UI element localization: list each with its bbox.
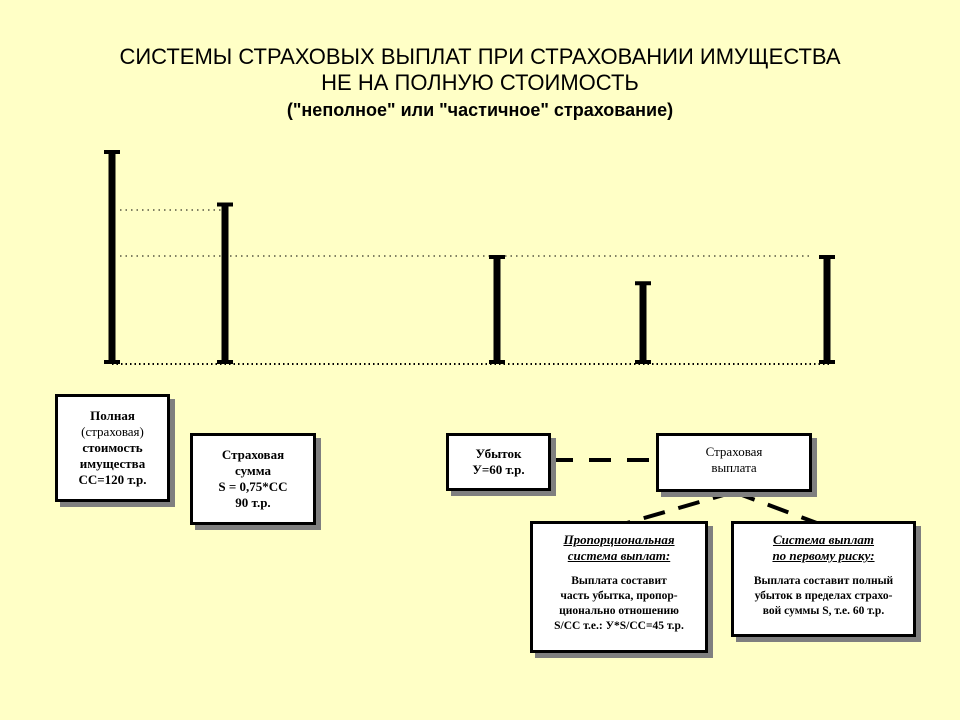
first-risk-system-box: Система выплат по первому риску: Выплата…	[731, 521, 916, 637]
loss-box: Убыток У=60 т.р.	[446, 433, 551, 491]
proportional-heading-1: Пропорциональная	[563, 532, 675, 547]
insured-sum-label-1: Страховая	[221, 447, 285, 462]
payout-to-proportional-connector	[619, 490, 735, 527]
first-risk-text-2: убыток в пределах страхо-	[754, 590, 893, 602]
payout-label-1: Страховая	[705, 444, 763, 459]
payout-to-first-risk-connector	[733, 490, 823, 527]
proportional-text-3: ционально отношению	[559, 605, 679, 617]
payout-box: Страховая выплата	[656, 433, 812, 492]
loss-label-2: У=60 т.р.	[472, 462, 525, 477]
page-subtitle: ("неполное" или "частичное" страхование)	[286, 100, 674, 120]
full-value-label-3: стоимость	[82, 440, 143, 455]
loss-label-1: Убыток	[475, 446, 522, 461]
first-risk-text-1: Выплата составит полный	[753, 575, 894, 587]
insured-sum-label-2: сумма	[234, 463, 272, 478]
proportional-text-4: S/СС т.е.: У*S/СС=45 т.р.	[554, 620, 684, 632]
full-value-label-5: СС=120 т.р.	[78, 472, 147, 487]
page-title-line-2: НЕ НА ПОЛНУЮ СТОИМОСТЬ	[321, 70, 639, 95]
full-value-label-4: имущества	[79, 456, 146, 471]
payout-label-2: выплата	[711, 460, 757, 475]
full-value-label-2: (страховая)	[81, 424, 144, 439]
first-risk-heading-1: Система выплат	[772, 532, 875, 547]
insured-sum-label-3: S = 0,75*СС	[218, 479, 288, 494]
page-title-line-1: СИСТЕМЫ СТРАХОВЫХ ВЫПЛАТ ПРИ СТРАХОВАНИИ…	[119, 44, 841, 69]
proportional-system-box: Пропорциональная система выплат: Выплата…	[530, 521, 708, 653]
proportional-heading-2: система выплат:	[567, 548, 671, 563]
full-value-box: Полная (страховая) стоимость имущества С…	[55, 394, 170, 502]
insured-sum-box: Страховая сумма S = 0,75*СС 90 т.р.	[190, 433, 316, 525]
insured-sum-label-4: 90 т.р.	[235, 495, 271, 510]
proportional-text-2: часть убытка, пропор-	[560, 590, 678, 602]
first-risk-text-3: вой суммы S, т.е. 60 т.р.	[762, 605, 885, 617]
proportional-text-1: Выплата составит	[571, 575, 667, 587]
bars-group	[104, 150, 835, 364]
full-value-label-1: Полная	[90, 408, 135, 423]
first-risk-heading-2: по первому риску:	[772, 548, 875, 563]
